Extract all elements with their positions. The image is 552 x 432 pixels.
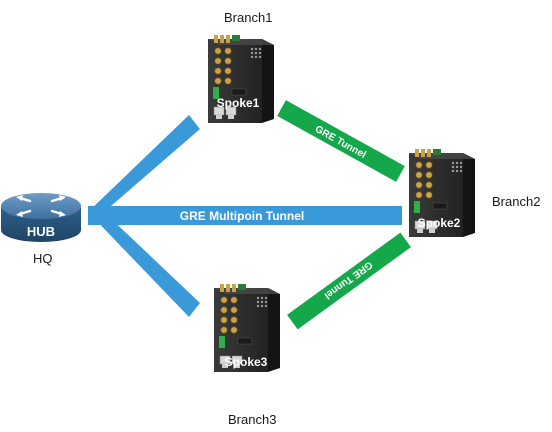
hq-label: HQ — [33, 251, 53, 266]
multipoint-tunnel-bar — [88, 206, 402, 225]
multipoint-tunnel-branch-spoke1 — [88, 115, 200, 212]
gre-multipoint-tunnel: GRE Multipoin Tunnel — [88, 115, 402, 317]
spoke2-router-icon: Spoke2 — [408, 148, 476, 238]
multipoint-tunnel-branch-spoke3 — [88, 212, 200, 317]
spoke3-router-icon: Spoke3 — [213, 283, 281, 373]
gre-tunnel-bar — [287, 232, 411, 330]
spoke2-badge: Spoke2 — [418, 216, 461, 230]
multipoint-tunnel-label: GRE Multipoin Tunnel — [180, 209, 304, 223]
branch2-label: Branch2 — [492, 194, 541, 209]
hub-router-icon: HUB — [1, 193, 81, 242]
gre-tunnel-spoke1-spoke2: GRE Tunnel — [277, 100, 405, 182]
branch1-label: Branch1 — [224, 10, 273, 25]
gre-tunnel-bar — [277, 100, 405, 182]
branch3-label: Branch3 — [228, 412, 277, 427]
spoke1-badge: Spoke1 — [217, 96, 260, 110]
spoke3-badge: Spoke3 — [225, 355, 268, 369]
spoke1-router-icon: Spoke1 — [207, 34, 275, 124]
hub-badge: HUB — [27, 224, 55, 239]
gre-tunnel-spoke2-spoke3: GRE Tunnel — [287, 232, 411, 330]
gre-tunnel-label-2: GRE Tunnel — [322, 259, 374, 301]
